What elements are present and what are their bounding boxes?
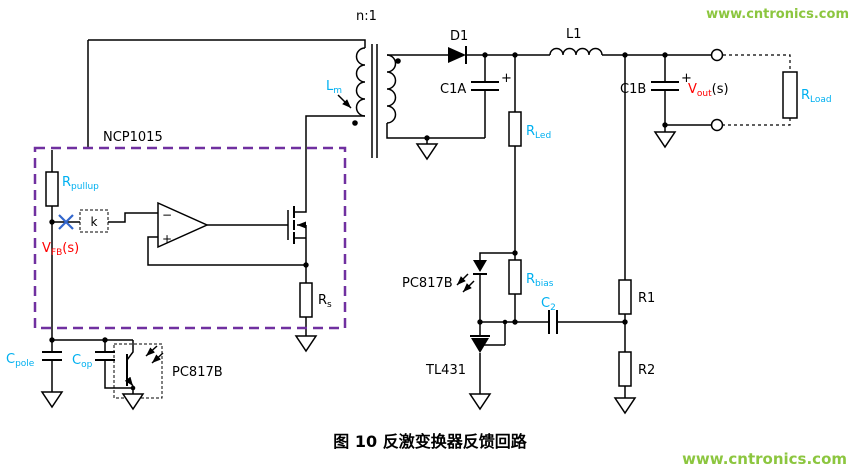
mosfet xyxy=(287,206,307,283)
pc817b-secondary-label: PC817B xyxy=(402,276,453,291)
loop-break-marker xyxy=(58,214,74,230)
ground-symbol xyxy=(415,143,439,161)
lm-arrow xyxy=(337,94,352,109)
resistor-rpullup xyxy=(45,171,59,207)
led-emission-arrow xyxy=(456,273,469,286)
turns-ratio-label: n:1 xyxy=(356,9,377,24)
optocoupler-box xyxy=(113,343,163,399)
cpole-label: Cpole xyxy=(6,352,35,369)
resistor-rs xyxy=(299,282,313,318)
tl431-label: TL431 xyxy=(425,363,466,378)
resistor-rbias xyxy=(508,259,522,295)
ncp1015-outline xyxy=(33,146,347,330)
lm-label: Lm xyxy=(326,79,342,96)
watermark-top: www.cntronics.com xyxy=(706,7,849,22)
rload-resistor xyxy=(782,71,798,119)
ground-symbol xyxy=(613,397,637,415)
junction-dots xyxy=(49,52,668,391)
secondary-phase-dot xyxy=(395,58,401,64)
transformer xyxy=(337,44,401,158)
ground-symbol xyxy=(653,131,677,149)
gain-block-label: k xyxy=(91,215,98,229)
c1a-label: C1A xyxy=(440,82,466,97)
cop-label: Cop xyxy=(72,353,93,370)
collector xyxy=(126,340,134,361)
resistor-rled xyxy=(508,111,522,147)
c1b-label: C1B xyxy=(620,82,646,97)
cap-c1a-symbol xyxy=(471,81,499,91)
l1-label: L1 xyxy=(566,27,582,42)
rs-label: Rs xyxy=(318,293,332,310)
cap-c1b-symbol xyxy=(651,81,679,91)
secondary-return-wire xyxy=(386,123,485,144)
cap-cop-symbol xyxy=(95,351,115,361)
watermark-bottom: www.cntronics.com xyxy=(682,450,847,468)
c1b-polarity-label: + xyxy=(681,71,692,86)
vout-negative-terminal xyxy=(710,118,724,132)
secondary-winding xyxy=(386,54,397,124)
vfb-label: VFB(s) xyxy=(42,241,79,258)
diode-d1 xyxy=(448,46,467,64)
tl431-wire xyxy=(479,322,506,394)
optocoupler-led xyxy=(456,260,487,293)
rled-label: RLed xyxy=(526,124,551,141)
light-arrow xyxy=(151,352,164,364)
resistor-r2 xyxy=(618,351,632,387)
primary-winding xyxy=(355,47,366,117)
opamp-minus-label: − xyxy=(162,208,172,222)
ground-symbol xyxy=(40,391,64,409)
d1-label: D1 xyxy=(450,29,468,44)
rled-branch-wire xyxy=(479,55,516,322)
light-arrow xyxy=(145,345,158,357)
primary-phase-dot xyxy=(352,120,358,126)
ground-symbol xyxy=(294,335,318,353)
primary-top-rail xyxy=(87,39,366,148)
load-wire xyxy=(723,54,791,126)
resistor-r1 xyxy=(618,279,632,315)
error-amplifier: − + xyxy=(157,201,209,249)
tl431-symbol xyxy=(470,335,490,353)
rbias-label: Rbias xyxy=(526,272,554,289)
c2-label: C2 xyxy=(541,296,556,313)
mosfet-source xyxy=(294,225,307,283)
rpullup-label: Rpullup xyxy=(62,175,99,192)
cap-c2-symbol xyxy=(548,310,558,334)
r1-label: R1 xyxy=(638,291,655,306)
ground-symbol xyxy=(468,393,492,411)
pc817b-primary-label: PC817B xyxy=(172,365,223,380)
ground-symbol xyxy=(121,393,145,411)
led-emission-arrow xyxy=(462,280,475,293)
figure-caption: 图 10 反激变换器反馈回路 xyxy=(333,432,527,451)
ncp1015-label: NCP1015 xyxy=(103,130,163,145)
inductor-l1 xyxy=(549,47,603,56)
drain-wire xyxy=(294,115,365,213)
c1a-polarity-label: + xyxy=(501,71,512,86)
fb-node-wire xyxy=(51,150,158,352)
cap-cpole-symbol xyxy=(42,351,62,361)
sense-feedback-wire xyxy=(147,236,306,266)
load-branch xyxy=(723,54,798,126)
vout-positive-terminal xyxy=(710,48,724,62)
vout-label: Vout(s) xyxy=(688,82,729,99)
opamp-plus-label: + xyxy=(162,232,172,246)
output-terminals xyxy=(710,48,724,132)
transformer-core xyxy=(371,44,378,158)
phototransistor xyxy=(124,340,164,394)
r2-label: R2 xyxy=(638,363,655,378)
emitter-arrow xyxy=(124,376,134,387)
wiring xyxy=(51,39,711,398)
rload-label: RLoad xyxy=(801,88,832,105)
